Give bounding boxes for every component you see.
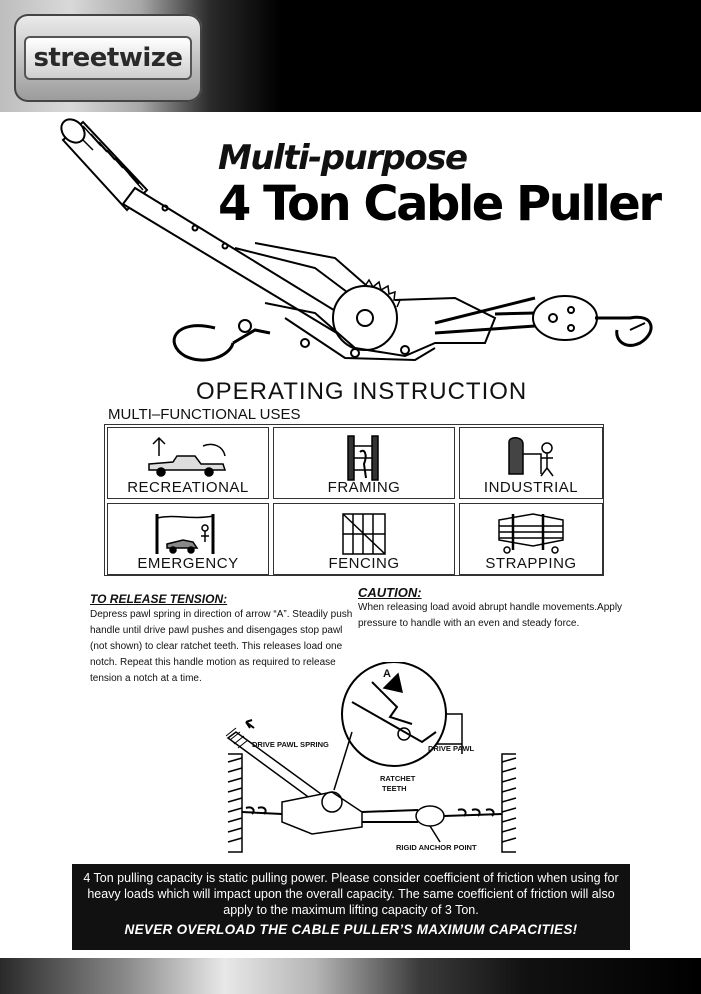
drive-pawl-label: DRIVE PAWL <box>428 744 475 753</box>
use-label: STRAPPING <box>485 555 577 572</box>
capacity-notice-text: 4 Ton pulling capacity is static pulling… <box>83 871 619 917</box>
drive-pawl-spring-label: DRIVE PAWL SPRING <box>252 740 329 749</box>
emergency-icon <box>155 514 215 554</box>
ratchet-label: RATCHET <box>380 774 416 783</box>
release-tension-title: TO RELEASE TENSION: <box>90 592 228 606</box>
right-hook-icon <box>595 315 653 347</box>
use-cell-strapping: STRAPPING <box>459 503 603 575</box>
right-wall-icon <box>501 753 517 853</box>
arrow-a-label: A <box>383 668 391 680</box>
release-tension-body: Depress pawl spring in direction of arro… <box>90 609 353 684</box>
left-hook-icon <box>172 319 271 362</box>
release-diagram <box>225 662 517 853</box>
capacity-notice: 4 Ton pulling capacity is static pulling… <box>72 864 630 950</box>
header-band: streetwize <box>0 0 701 112</box>
recreational-icon <box>148 436 227 477</box>
use-cell-industrial: INDUSTRIAL <box>459 427 603 499</box>
footer-band <box>0 958 701 994</box>
pulley-block-icon <box>532 295 598 341</box>
handle-grip-icon <box>60 118 149 212</box>
product-subtitle: Multi-purpose <box>218 138 468 178</box>
fencing-icon <box>342 513 386 555</box>
framing-icon <box>347 435 379 481</box>
brand-logo: streetwize <box>14 14 202 102</box>
logo-text: streetwize <box>33 43 183 73</box>
use-label: EMERGENCY <box>137 555 239 572</box>
product-title: 4 Ton Cable Puller <box>218 176 662 232</box>
teeth-label: TEETH <box>382 784 407 793</box>
caution-title: CAUTION: <box>358 585 422 600</box>
anchor-point-label: RIGID ANCHOR POINT <box>396 843 477 852</box>
logo-plate: streetwize <box>24 36 192 80</box>
use-cell-framing: FRAMING <box>273 427 455 499</box>
industrial-icon <box>508 437 554 477</box>
use-cell-fencing: FENCING <box>273 503 455 575</box>
caution-body: When releasing load avoid abrupt handle … <box>358 602 623 629</box>
use-label: INDUSTRIAL <box>483 479 579 496</box>
use-label: FRAMING <box>327 479 401 496</box>
operating-instruction-heading: OPERATING INSTRUCTION <box>196 378 528 405</box>
use-cell-emergency: EMERGENCY <box>107 503 269 575</box>
zoom-detail-icon <box>341 662 463 767</box>
strapping-icon <box>498 513 564 554</box>
use-label: RECREATIONAL <box>127 479 249 496</box>
left-wall-icon <box>227 753 243 853</box>
use-cell-recreational: RECREATIONAL <box>107 427 269 499</box>
overload-warning: NEVER OVERLOAD THE CABLE PULLER’S MAXIMU… <box>124 922 578 937</box>
cable-puller-illustration <box>60 118 653 362</box>
use-label: FENCING <box>328 555 400 572</box>
ratchet-wheel-icon <box>332 278 402 351</box>
uses-grid: RECREATIONAL FRAMING INDUSTRIAL EMERGENC… <box>104 424 604 576</box>
multi-functional-uses-heading: MULTI–FUNCTIONAL USES <box>108 406 301 423</box>
